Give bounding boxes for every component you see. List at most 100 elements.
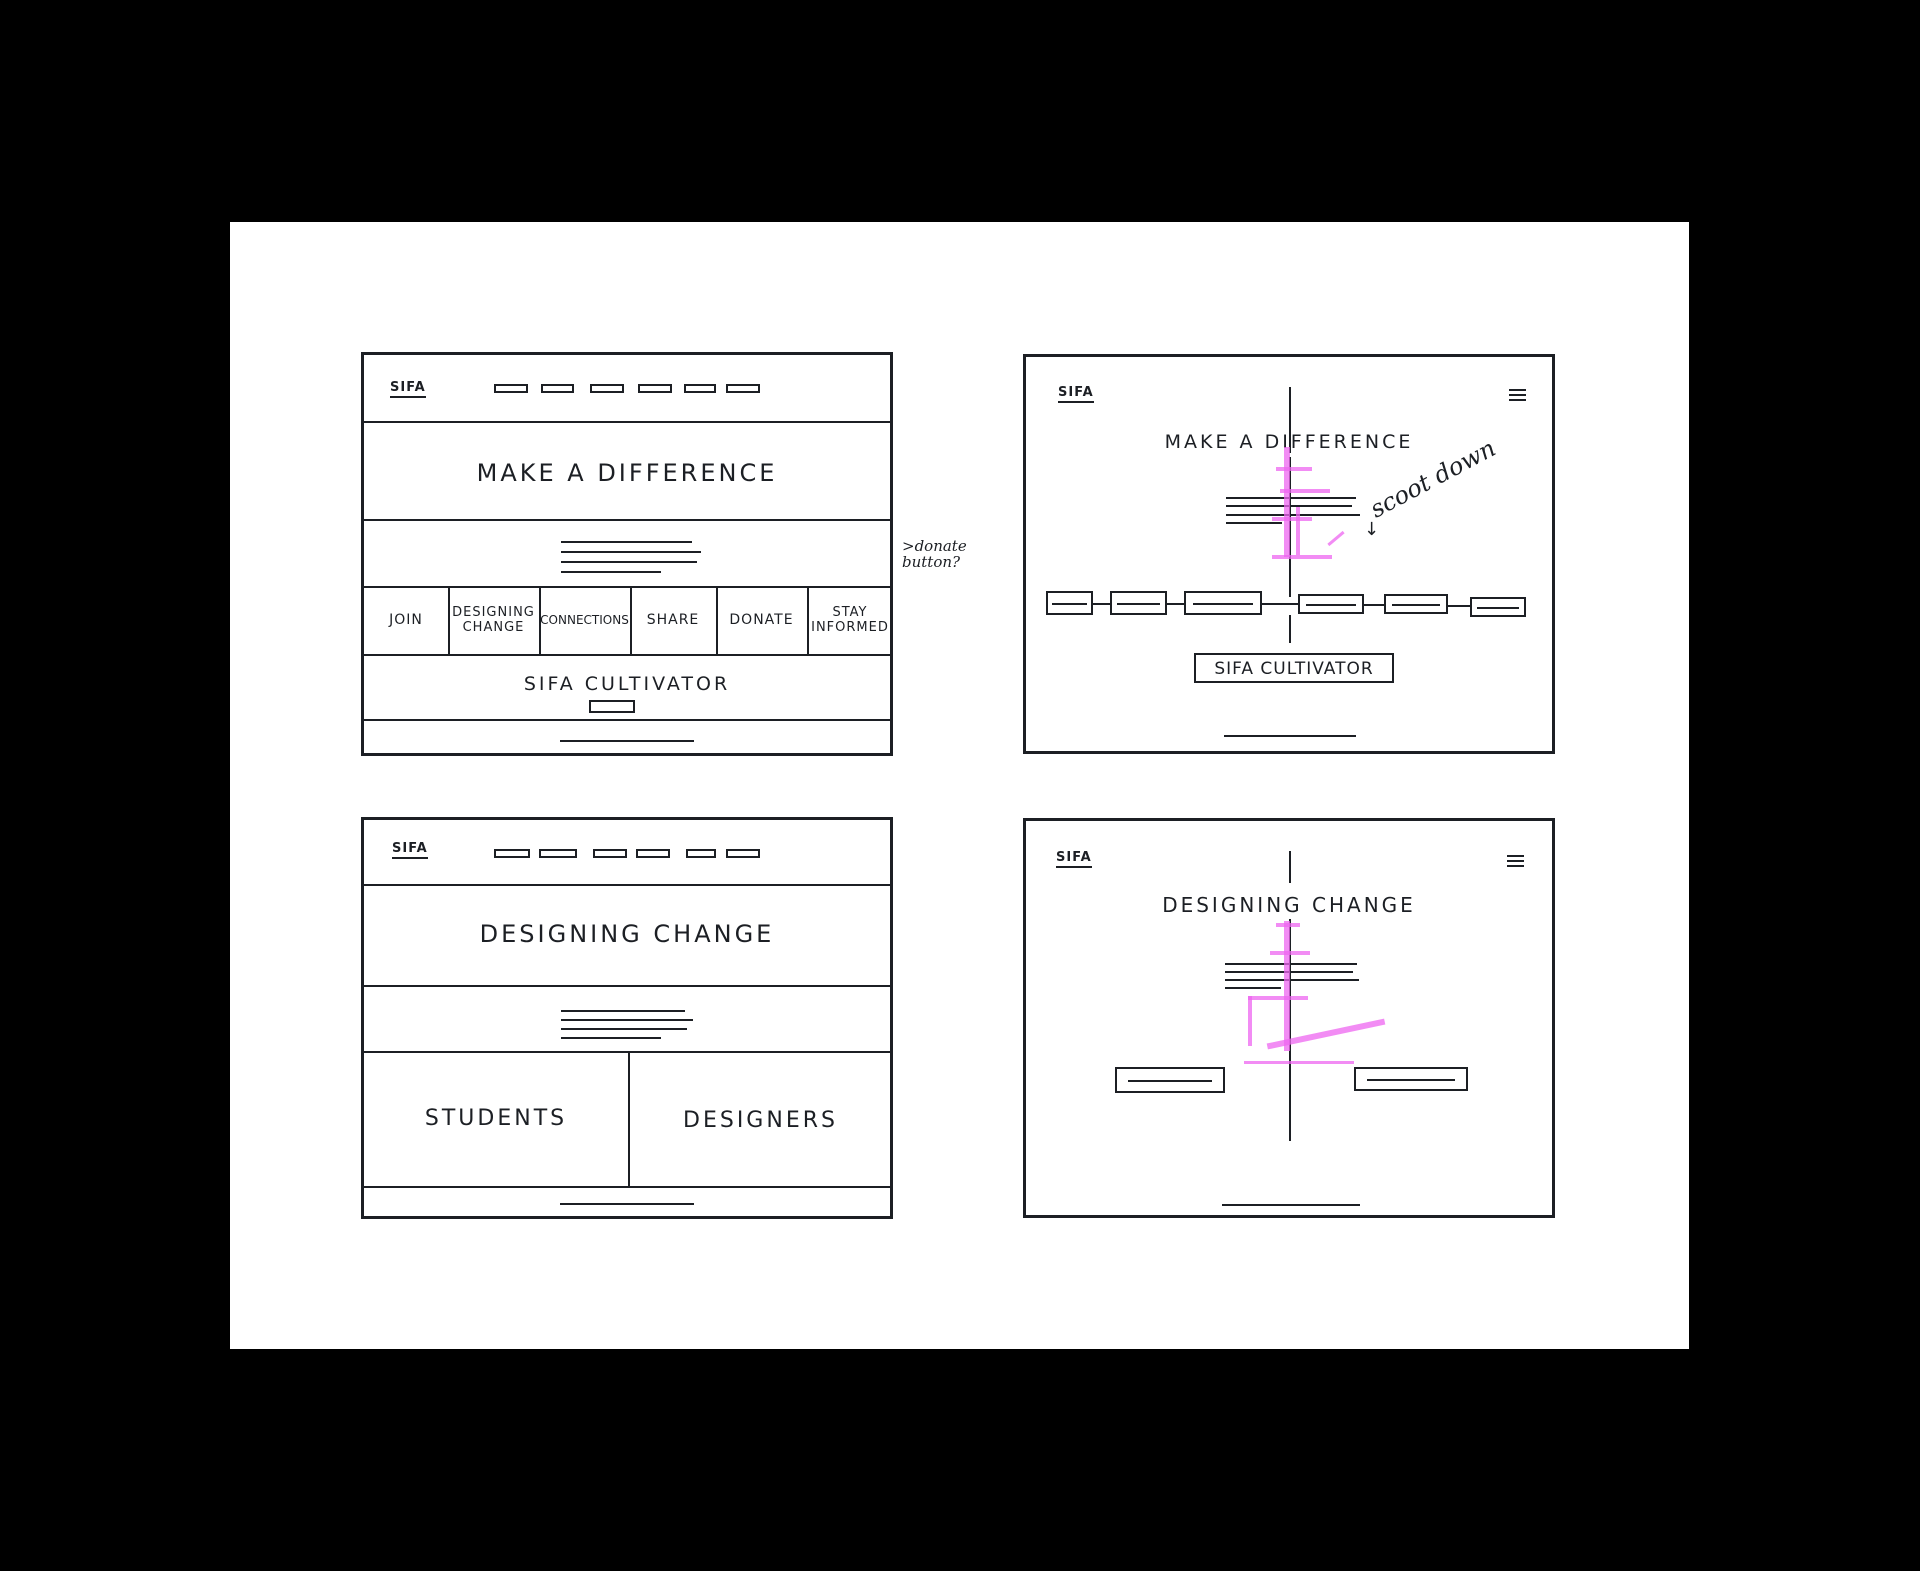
- intro-divider: [364, 1051, 890, 1053]
- cell-connections[interactable]: CONNECTIONS: [540, 613, 629, 627]
- center-axis: [1289, 457, 1291, 597]
- nav-item-1[interactable]: [494, 849, 530, 858]
- intro-text-line: [1226, 522, 1282, 524]
- connector-line: [1448, 605, 1470, 607]
- nav-item-1[interactable]: [494, 384, 528, 393]
- section-button-3[interactable]: [1184, 591, 1262, 615]
- intro-text-line: [561, 571, 661, 573]
- cells-divider: [364, 654, 890, 656]
- footer-text-line: [1224, 735, 1356, 737]
- intro-text-line: [561, 1019, 693, 1021]
- center-axis: [1289, 851, 1291, 883]
- connector-line: [1093, 603, 1110, 605]
- page-heading: DESIGNING CHANGE: [479, 920, 775, 948]
- connector-line: [1262, 603, 1298, 605]
- highlighter-mark: [1272, 555, 1332, 559]
- highlighter-mark: [1280, 489, 1330, 493]
- sifa-logo[interactable]: SIFA: [1056, 851, 1092, 868]
- intro-text-line: [1225, 963, 1357, 965]
- sketch-3-desktop-designing-change: SIFA DESIGNING CHANGE STUDENTS DESIGNERS: [361, 817, 893, 1219]
- menu-icon[interactable]: [1509, 389, 1526, 401]
- sketch-2-wide-home: SIFA MAKE A DIFFERENCE SIFA CULTIVATOR: [1023, 354, 1555, 754]
- cell-divider: [716, 586, 718, 654]
- intro-text-line: [561, 551, 701, 553]
- cell-donate[interactable]: DONATE: [729, 612, 794, 628]
- header-divider: [364, 421, 890, 423]
- footer-divider: [364, 1186, 890, 1188]
- page-heading: DESIGNING CHANGE: [1162, 893, 1416, 917]
- cell-divider: [448, 586, 450, 654]
- cell-divider: [539, 586, 541, 654]
- cultivator-button[interactable]: [589, 700, 635, 713]
- nav-item-4[interactable]: [636, 849, 670, 858]
- cultivator-heading: SIFA CULTIVATOR: [523, 673, 731, 695]
- center-axis: [1289, 919, 1291, 1141]
- menu-icon[interactable]: [1507, 855, 1524, 867]
- hero-divider: [364, 519, 890, 521]
- highlighter-mark: [1284, 447, 1290, 557]
- nav-item-3[interactable]: [593, 849, 627, 858]
- intro-text-line: [561, 561, 697, 563]
- cell-divider: [630, 586, 632, 654]
- connector-line: [1167, 603, 1184, 605]
- highlighter-mark: [1327, 530, 1345, 547]
- footer-text-line: [1222, 1204, 1360, 1206]
- intro-text-line: [1225, 979, 1359, 981]
- nav-item-5[interactable]: [684, 384, 716, 393]
- designers-button[interactable]: [1354, 1067, 1468, 1091]
- center-axis: [1289, 387, 1291, 453]
- sketch-1-desktop-home: SIFA MAKE A DIFFERENCE JOIN DESIGNING CH…: [361, 352, 893, 756]
- cell-share[interactable]: SHARE: [646, 612, 700, 628]
- sketch-paper: SIFA MAKE A DIFFERENCE JOIN DESIGNING CH…: [230, 222, 1689, 1349]
- cell-divider: [807, 586, 809, 654]
- connector-line: [1364, 604, 1384, 606]
- highlighter-mark: [1276, 467, 1312, 471]
- sifa-logo[interactable]: SIFA: [392, 842, 428, 859]
- cell-stay-informed[interactable]: STAY INFORMED: [811, 605, 889, 635]
- intro-text-line: [1226, 497, 1356, 499]
- panel-divider: [628, 1051, 630, 1186]
- donate-button-note: >donate button?: [902, 537, 967, 571]
- hero-heading: MAKE A DIFFERENCE: [1164, 431, 1414, 453]
- sketch-4-wide-designing-change: SIFA DESIGNING CHANGE: [1023, 818, 1555, 1218]
- intro-text-line: [561, 1010, 685, 1012]
- intro-text-line: [1225, 987, 1281, 989]
- intro-text-line: [561, 1037, 661, 1039]
- section-button-6[interactable]: [1470, 597, 1526, 617]
- intro-text-line: [561, 541, 692, 543]
- designers-panel[interactable]: DESIGNERS: [683, 1108, 838, 1133]
- arrow-icon: ↓: [1364, 519, 1380, 540]
- sifa-logo[interactable]: SIFA: [1058, 386, 1094, 403]
- highlighter-mark: [1270, 951, 1310, 955]
- nav-item-3[interactable]: [590, 384, 624, 393]
- footer-text-line: [560, 740, 694, 742]
- section-button-1[interactable]: [1046, 591, 1093, 615]
- highlighter-mark: [1284, 921, 1290, 1051]
- students-panel[interactable]: STUDENTS: [424, 1106, 568, 1131]
- center-axis: [1289, 615, 1291, 643]
- footer-text-line: [560, 1203, 694, 1205]
- section-button-4[interactable]: [1298, 594, 1364, 614]
- section-button-5[interactable]: [1384, 594, 1448, 614]
- footer-divider: [364, 719, 890, 721]
- nav-item-2[interactable]: [541, 384, 574, 393]
- highlighter-mark: [1244, 1061, 1354, 1064]
- cultivator-button[interactable]: SIFA CULTIVATOR: [1194, 653, 1394, 683]
- highlighter-mark: [1248, 996, 1252, 1046]
- students-button[interactable]: [1115, 1067, 1225, 1093]
- section-button-2[interactable]: [1110, 591, 1167, 615]
- highlighter-mark: [1276, 923, 1300, 927]
- intro-divider: [364, 586, 890, 588]
- nav-item-2[interactable]: [539, 849, 577, 858]
- cultivator-button-label: SIFA CULTIVATOR: [1214, 659, 1374, 679]
- nav-item-6[interactable]: [726, 849, 760, 858]
- header-divider: [364, 884, 890, 886]
- cell-join[interactable]: JOIN: [389, 612, 423, 628]
- nav-item-5[interactable]: [686, 849, 716, 858]
- sifa-logo[interactable]: SIFA: [390, 381, 426, 398]
- cell-designing-change[interactable]: DESIGNING CHANGE: [452, 605, 535, 635]
- nav-item-6[interactable]: [726, 384, 760, 393]
- hero-heading: MAKE A DIFFERENCE: [476, 459, 778, 487]
- highlighter-mark: [1272, 517, 1312, 521]
- nav-item-4[interactable]: [638, 384, 672, 393]
